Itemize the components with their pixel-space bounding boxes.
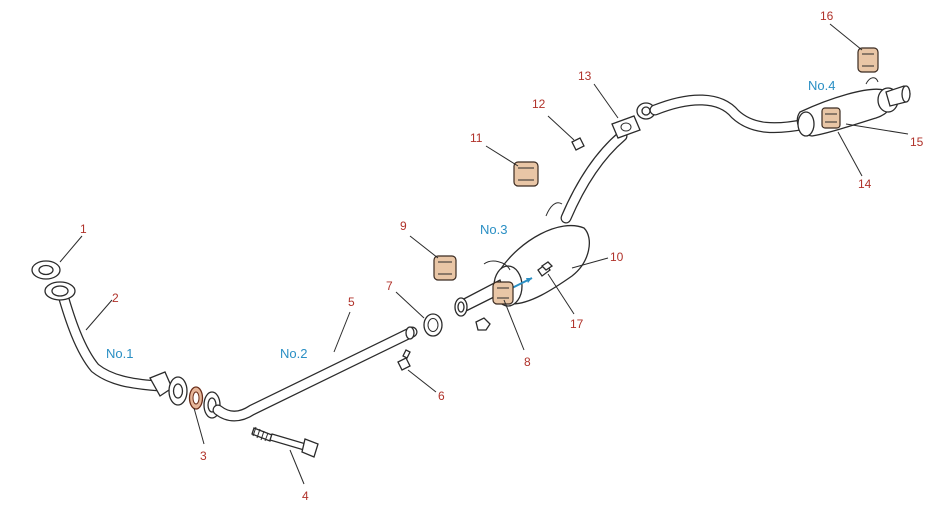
leader-lines: [59, 23, 909, 485]
nut: [475, 317, 491, 331]
callout-1: 1: [80, 222, 87, 236]
arrow-icon: [511, 277, 533, 289]
rubber-hanger: [857, 47, 879, 73]
callout-14: 14: [858, 177, 872, 191]
callout-15: 15: [910, 135, 924, 149]
rubber-hanger: [492, 281, 514, 305]
section-label-no1: No.1: [106, 346, 133, 361]
section-label-no3: No.3: [480, 222, 507, 237]
tail-pipe-no4: [636, 77, 911, 137]
clamp-ring: [423, 313, 443, 337]
spring-bolt: [251, 426, 319, 458]
callout-5: 5: [348, 295, 355, 309]
section-label-no4: No.4: [808, 78, 835, 93]
intermediate-pipe-no2: [203, 326, 418, 422]
bolt: [571, 137, 585, 151]
bolt: [537, 261, 554, 277]
rubber-hanger: [821, 107, 841, 129]
flange-gasket: [611, 115, 641, 139]
callout-16: 16: [820, 9, 834, 23]
callout-2: 2: [112, 291, 119, 305]
callout-11: 11: [470, 131, 483, 145]
bolt: [397, 349, 411, 371]
callout-9: 9: [400, 219, 407, 233]
gasket-ring: [188, 386, 204, 410]
callout-10: 10: [610, 250, 624, 264]
callout-17: 17: [570, 317, 584, 331]
callout-8: 8: [524, 355, 531, 369]
section-label-no2: No.2: [280, 346, 307, 361]
callout-13: 13: [578, 69, 592, 83]
callout-7: 7: [386, 279, 393, 293]
callout-4: 4: [302, 489, 309, 503]
rubber-hanger: [433, 255, 457, 281]
callout-12: 12: [532, 97, 546, 111]
callout-3: 3: [200, 449, 207, 463]
rubber-hanger: [513, 161, 539, 187]
callout-6: 6: [438, 389, 445, 403]
front-pipe-no1: [31, 260, 188, 406]
